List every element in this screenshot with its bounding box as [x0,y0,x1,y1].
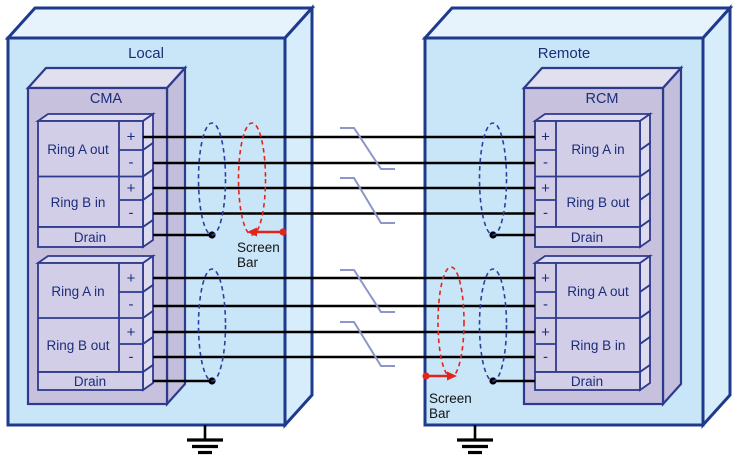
screen-bar-bond-dot-remote [422,372,430,380]
cable-break-icon [340,177,395,224]
terminal-row-label: Ring B out [566,195,629,210]
terminal-row-label: Ring A in [51,284,104,299]
terminal-row-label: Ring A out [47,142,109,157]
rcm-label: RCM [585,91,618,107]
minus-terminal: - [129,296,134,313]
terminal-block-local-top: Ring A out Ring B in Drain + - + - [35,112,156,249]
block-top-bevel [35,255,156,264]
minus-terminal: - [129,154,134,171]
earth-ground-icon-local [187,425,223,455]
block-top-bevel [532,255,653,264]
minus-terminal: - [543,154,548,171]
local-label: Local [128,45,164,62]
drain-label: Drain [74,230,106,245]
plus-terminal: + [127,180,136,197]
remote-enclosure-side-face [701,4,732,429]
earth-ground-icon-remote [457,425,493,455]
screen-bar-remote: Screen Bar [422,266,472,421]
shield-ellipse-local-top [197,122,227,236]
block-body [534,120,641,228]
terminal-block-remote-bottom: Ring A out Ring B in Drain + - + - [532,254,653,392]
terminal-row-label: Ring B in [571,338,626,353]
terminal-block-local-bottom: Ring A in Ring B out Drain + - + - [35,254,156,392]
cable-break-icon [340,127,395,170]
screen-bar-arrow-remote [447,371,457,381]
minus-terminal: - [543,349,548,366]
minus-terminal: - [543,296,548,313]
block-top-bevel [35,113,156,122]
shield-ellipse-remote-top [478,122,508,236]
screen-bar-label-remote: Bar [429,406,451,421]
minus-terminal: - [129,205,134,222]
terminal-block-remote-top: Ring A in Ring B out Drain + - + - [532,112,653,249]
drain-label: Drain [571,374,603,389]
plus-terminal: + [127,324,136,341]
remote-enclosure-top-face [421,6,734,40]
screen-bar-label-local: Bar [237,255,259,270]
local-enclosure-top-face [4,6,316,40]
plus-terminal: + [541,324,550,341]
signal-wires [143,135,535,385]
local-enclosure-side-face [283,4,314,429]
plus-terminal: + [127,270,136,287]
cma-label: CMA [90,91,123,107]
screen-bar-label-local: Screen [237,240,280,255]
terminal-row-label: Ring B out [46,338,109,353]
shield-ellipse-remote-bottom [478,268,508,382]
drain-bar [534,226,641,248]
rcm-top-face [521,66,684,90]
drain-label: Drain [74,374,106,389]
screen-bar-ellipse-local [237,122,267,236]
screen-bar-arrow-local [247,227,257,237]
cable-shields [197,122,508,382]
plus-terminal: + [541,270,550,287]
screen-bar-label-remote: Screen [429,391,472,406]
screen-bar-local: Screen Bar [237,122,287,270]
shield-ellipse-local-bottom [197,268,227,382]
rcm-side-face [661,65,683,407]
minus-terminal: - [129,349,134,366]
minus-terminal: - [543,205,548,222]
drain-label: Drain [571,230,603,245]
terminal-row-label: Ring B in [51,195,106,210]
terminal-row-label: Ring A in [571,142,624,157]
screen-bar-bond-dot-local [279,228,287,236]
plus-terminal: + [127,129,136,146]
block-top-bevel [532,113,653,122]
plus-terminal: + [541,180,550,197]
drain-bar [37,226,144,248]
cable-break-icons [340,127,395,367]
block-body [37,120,144,228]
terminal-row-label: Ring A out [567,284,629,299]
cable-break-icon [340,321,395,367]
plus-terminal: + [541,129,550,146]
drain-bar [37,371,144,391]
cable-break-icon [340,269,395,313]
cma-top-face [25,66,188,90]
remote-label: Remote [538,45,591,62]
